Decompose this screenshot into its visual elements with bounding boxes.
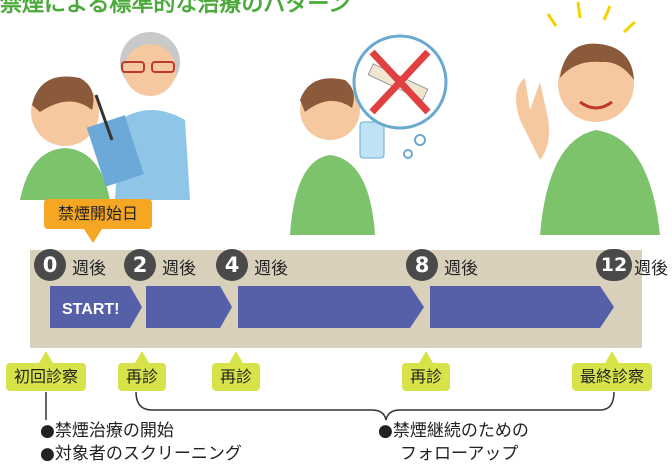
visit-tag-label: 最終診察: [580, 367, 645, 386]
week-marker-0: 0: [34, 249, 66, 281]
happy-man-illustration: [516, 1, 660, 235]
phase-bar-2-4: [146, 286, 232, 328]
note-line: フォローアップ: [400, 444, 519, 464]
illustration: [20, 1, 660, 235]
visit-tag-initial: 初回診察: [6, 351, 87, 391]
visit-tag-4w: 再診: [212, 351, 261, 391]
week-unit-2: 週後: [162, 259, 196, 279]
note-line: ●対象者のスクリーニング: [40, 444, 242, 464]
connector-lines: [45, 391, 615, 421]
week-unit-12: 週後: [634, 259, 668, 279]
visit-tag-label: 再診: [410, 367, 443, 386]
no-smoking-illustration: [290, 34, 448, 235]
week-unit-4: 週後: [254, 259, 288, 279]
visit-tag-label: 初回診察: [14, 367, 79, 386]
start-bar-text: START!: [62, 301, 119, 318]
visit-tag-2w: 再診: [118, 351, 167, 391]
start-day-pointer: [84, 229, 102, 243]
followup-notes: ●禁煙継続のための フォローアップ: [378, 420, 529, 466]
week-marker-4: 4: [216, 249, 248, 281]
doctor-patient-illustration: [20, 32, 190, 200]
page-title: 禁煙による標準的な治療のパターン: [0, 0, 351, 17]
initial-visit-notes: ●禁煙治療の開始 ●対象者のスクリーニング: [40, 420, 242, 466]
week-unit-0: 週後: [72, 259, 106, 279]
visit-tag-final: 最終診察: [572, 351, 653, 391]
phase-bar-start: START!: [50, 286, 142, 328]
visit-tag-label: 再診: [126, 367, 159, 386]
visit-tag-8w: 再診: [402, 351, 451, 391]
phase-bar-4-8: [238, 286, 424, 328]
week-marker-8: 8: [406, 249, 438, 281]
phase-bar-8-12: [430, 286, 614, 328]
start-day-label-text: 禁煙開始日: [58, 204, 139, 223]
note-line: ●禁煙継続のための: [378, 421, 529, 441]
note-line: ●禁煙治療の開始: [40, 421, 174, 441]
week-marker-12: 12: [596, 249, 632, 281]
start-day-label: 禁煙開始日: [44, 199, 153, 243]
visit-tag-label: 再診: [220, 367, 253, 386]
week-marker-2: 2: [124, 249, 156, 281]
week-unit-8: 週後: [444, 259, 478, 279]
